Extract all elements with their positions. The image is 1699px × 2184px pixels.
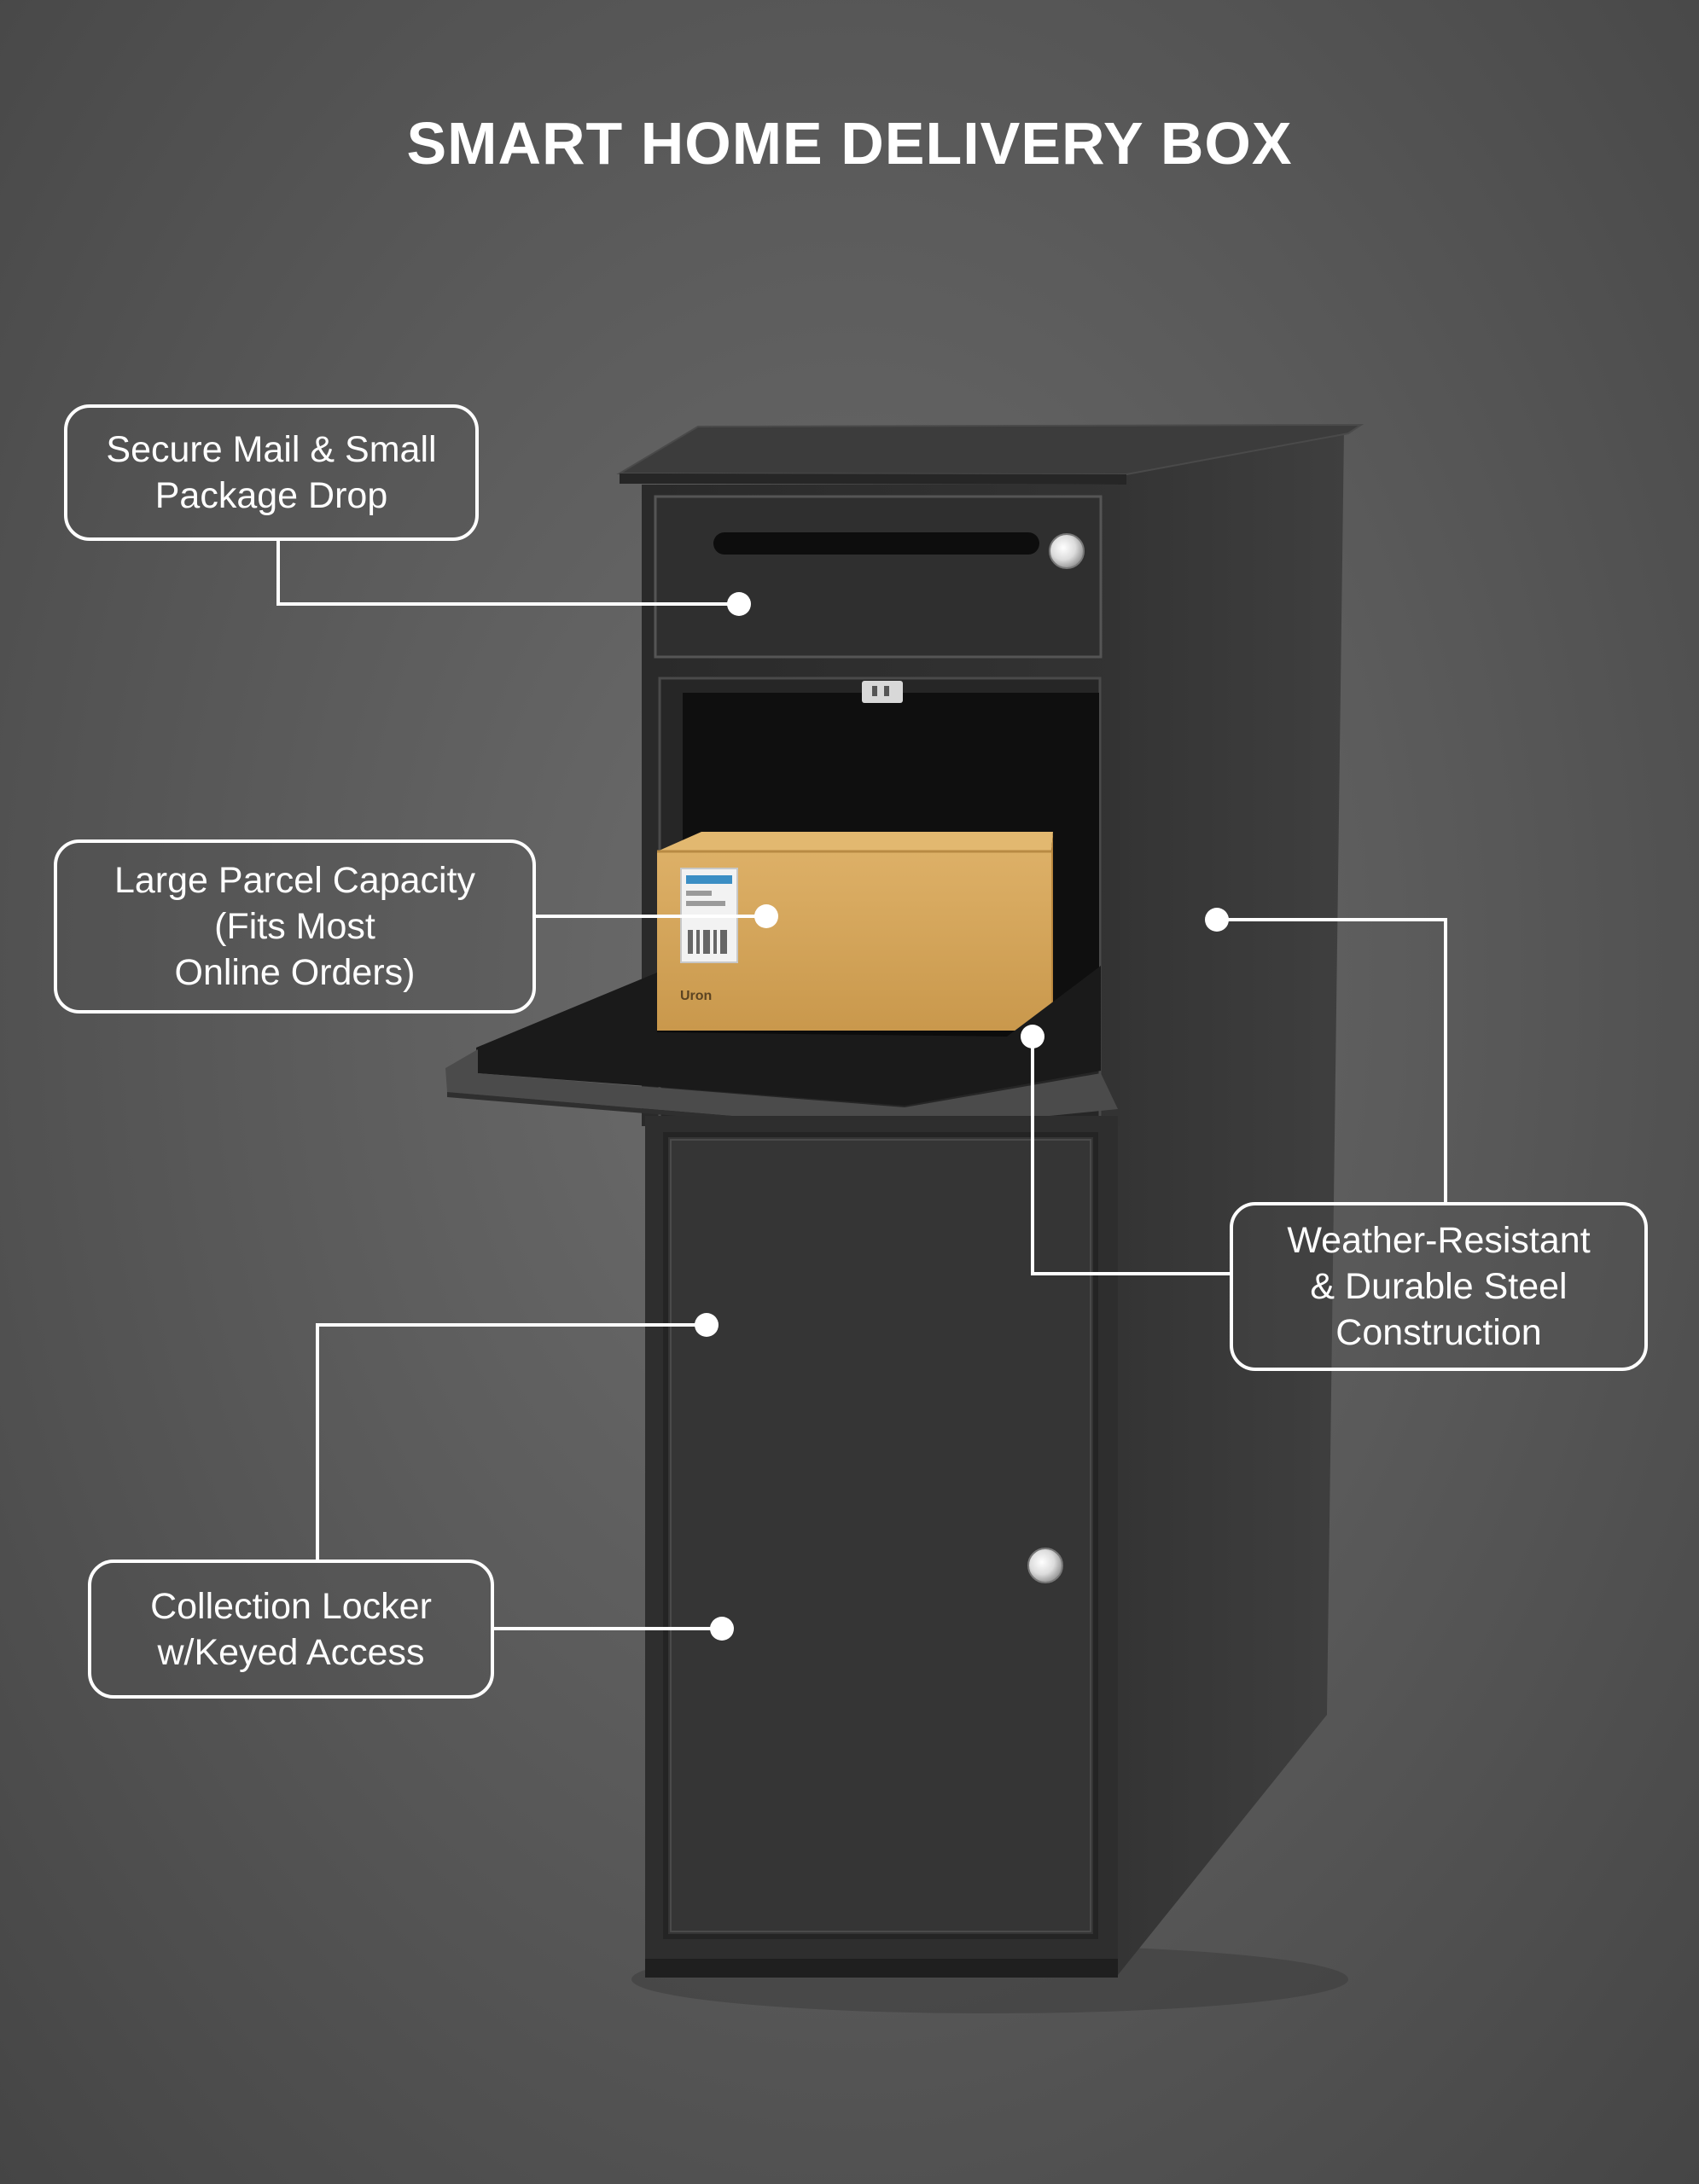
cabinet-lid [616,423,1364,476]
cabinet-lid-edge [620,473,1126,485]
parcel-box-side [1051,832,1053,1031]
cabinet-side-panel [1118,431,1344,1975]
callout-line: Construction [1335,1312,1542,1353]
callout-anchor-dots [695,592,1229,1641]
drop-door-tray [476,966,1101,1106]
compartment-latch [862,681,903,703]
callout-line: Package Drop [154,475,388,516]
mail-lock-icon [1049,533,1085,569]
callout-mail-drop: Secure Mail & Small Package Drop [64,404,479,541]
page-title: SMART HOME DELIVERY BOX [406,110,1293,177]
callout-line: w/Keyed Access [157,1631,425,1673]
parcel-box-top [657,832,1053,851]
drop-door-lip [445,1049,1118,1130]
callout-line: Secure Mail & Small [106,429,437,470]
callout-parcel-capacity: Large Parcel Capacity (Fits Most Online … [54,839,536,1014]
callout-leaders [276,541,1447,1630]
callout-weather-resistant: Weather-Resistant & Durable Steel Constr… [1230,1202,1648,1371]
mail-drop-panel [654,495,1103,659]
callout-collection-locker: Collection Locker w/Keyed Access [88,1560,494,1699]
callout-line: & Durable Steel [1310,1266,1568,1307]
callout-line: Online Orders) [174,952,416,993]
callout-line: (Fits Most [214,906,375,947]
callout-line: Collection Locker [150,1585,432,1627]
locker-lock-icon [1027,1548,1063,1583]
callout-line: Large Parcel Capacity [113,860,476,901]
locker-door [663,1132,1098,1939]
callout-line: Weather-Resistant [1287,1220,1591,1261]
package-brand-label: Uron [680,989,712,1003]
mail-slot [713,532,1039,555]
cabinet-base [645,1959,1118,1978]
